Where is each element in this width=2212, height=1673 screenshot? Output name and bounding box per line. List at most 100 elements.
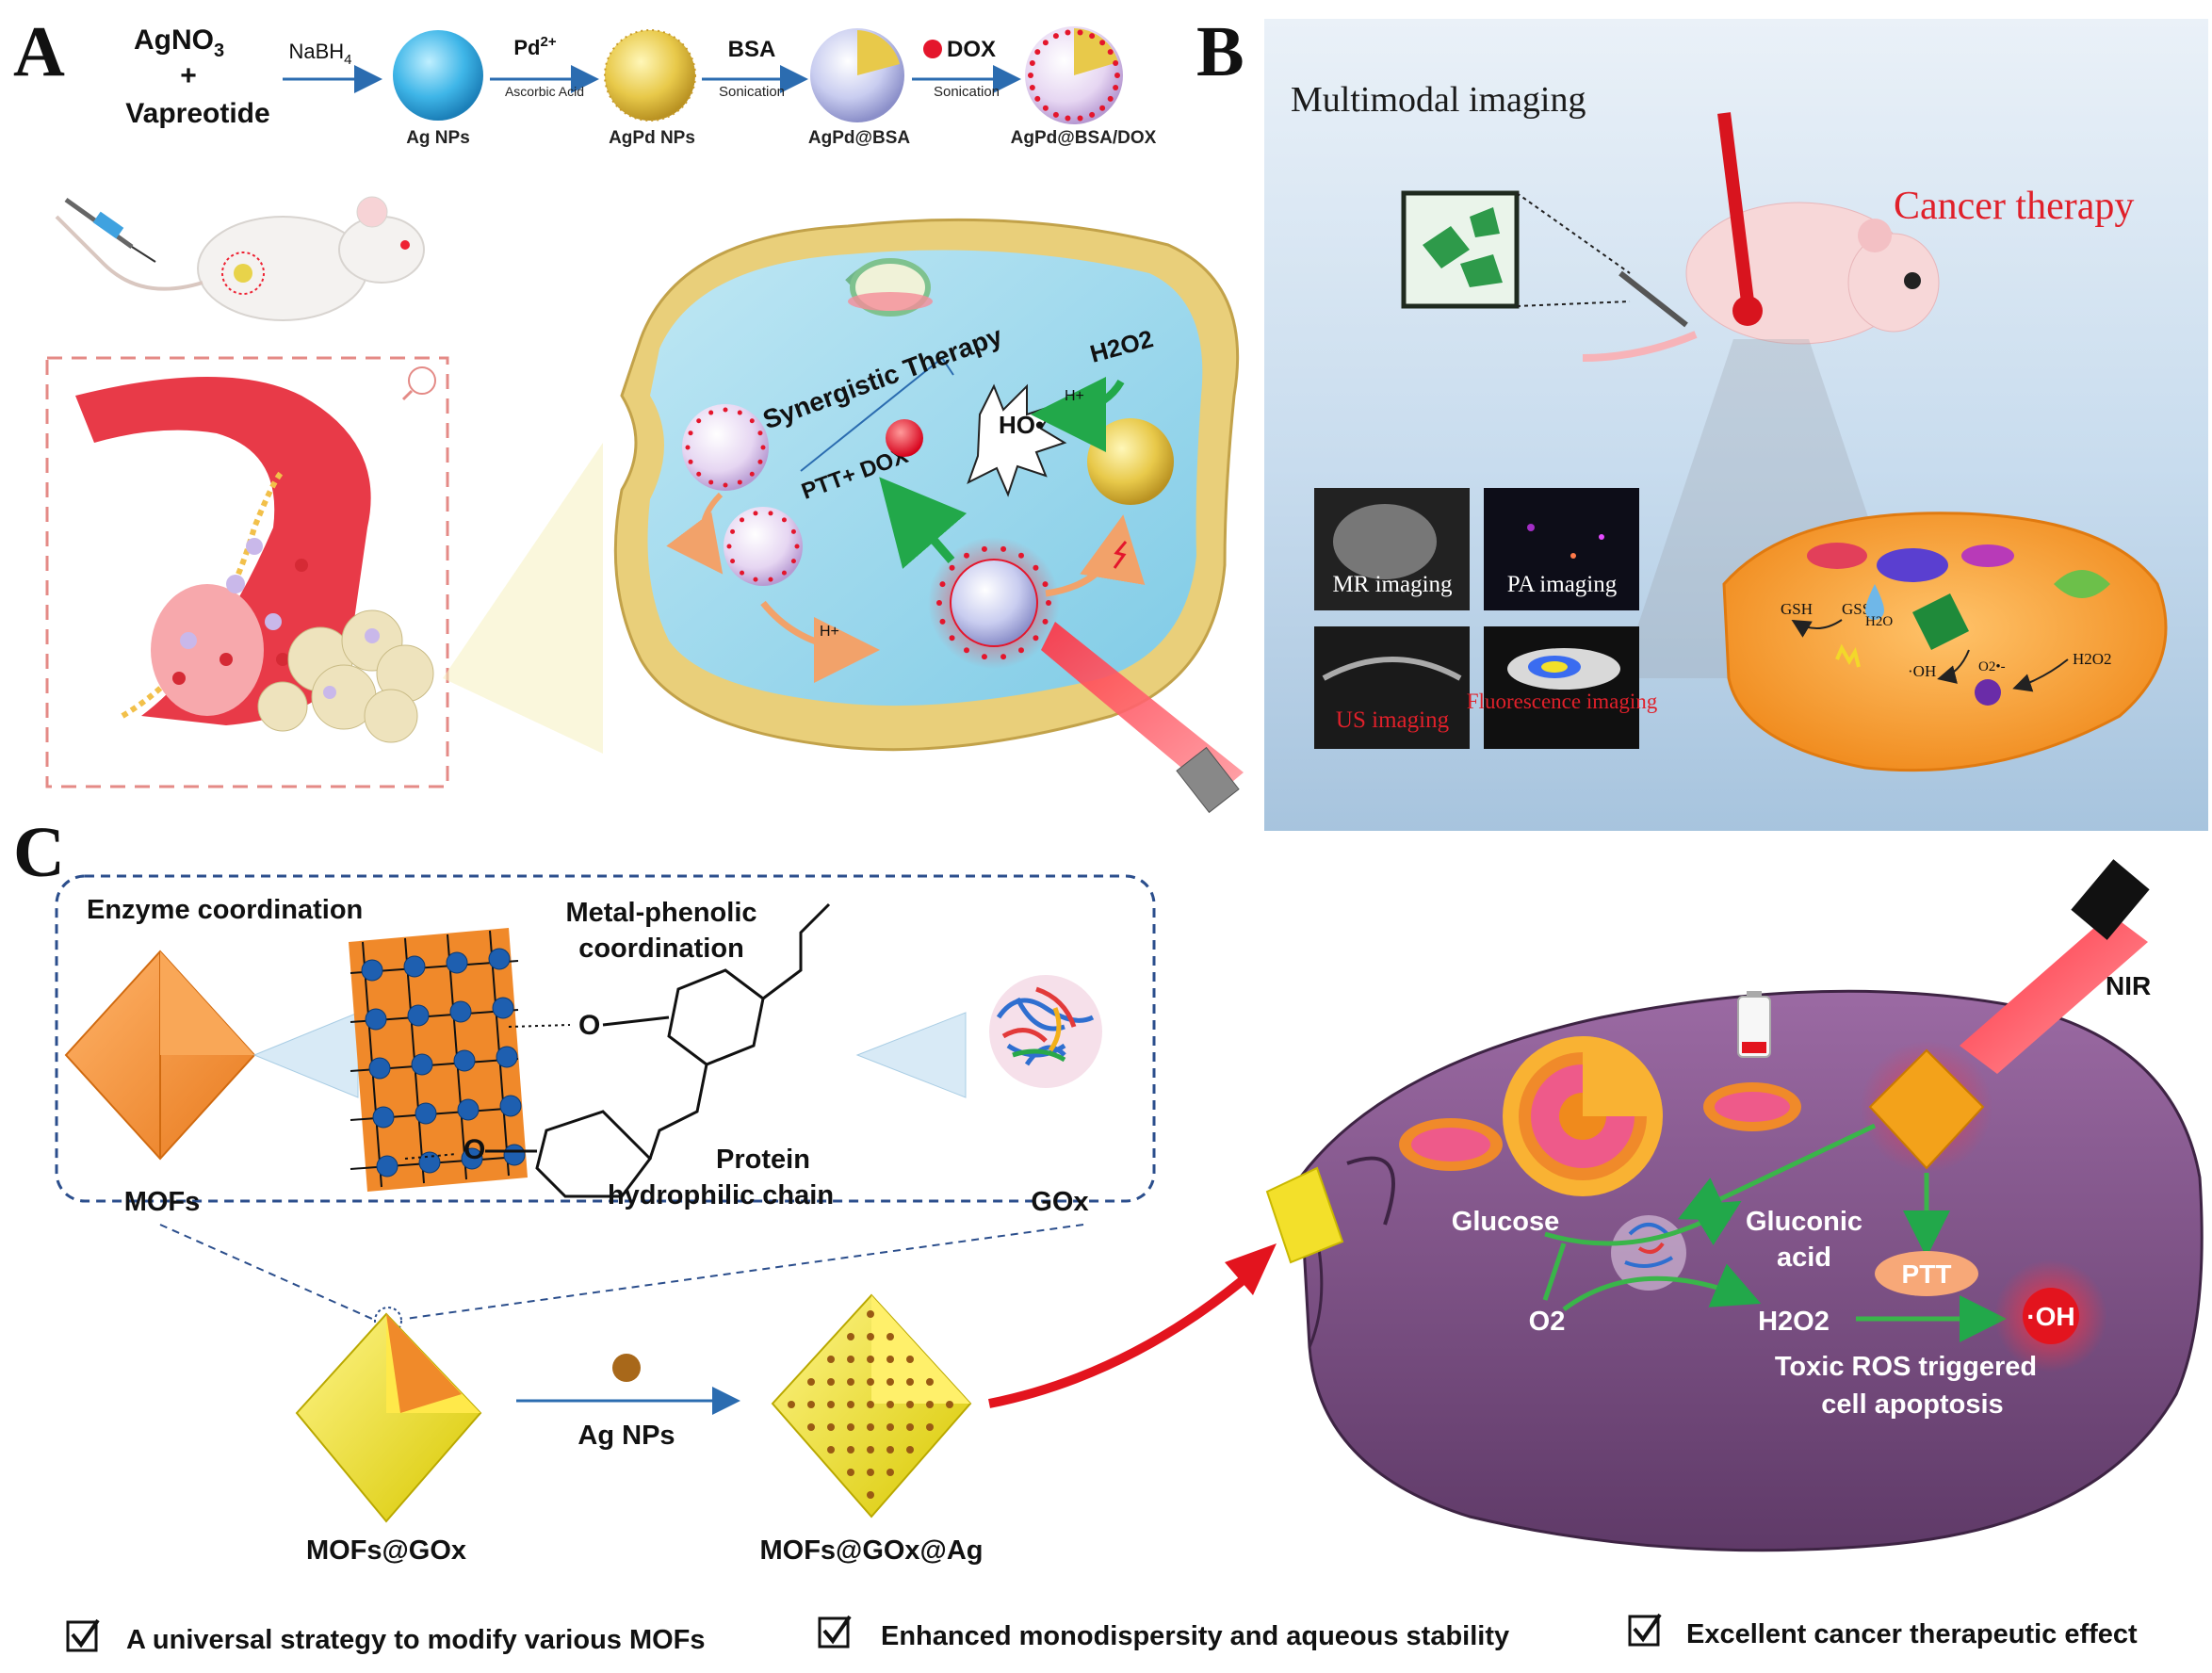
tile-pa bbox=[1484, 488, 1639, 610]
mouse-illustration bbox=[55, 196, 425, 321]
reagent-agno3: AgNO bbox=[134, 24, 214, 56]
ag-np-sphere bbox=[612, 1354, 641, 1382]
ptt-badge bbox=[1875, 1251, 1978, 1296]
np3-label: AgPd@BSA bbox=[808, 128, 911, 148]
toxic-line2: cell apoptosis bbox=[1821, 1389, 2003, 1420]
nir-laser-emitter bbox=[2071, 859, 2150, 940]
lightning-icon bbox=[1113, 541, 1128, 569]
ptt-label: PTT bbox=[1902, 1259, 1952, 1289]
oh-label: ·OH bbox=[1908, 662, 1936, 680]
panel-a-letter: A bbox=[13, 12, 65, 91]
oh-c-label: ·OH bbox=[2026, 1302, 2074, 1331]
tumor-section-b: GSH GSSG H2O ·OH O2•- H2O2 bbox=[1722, 512, 2168, 772]
enzyme-coordination-label: Enzyme coordination bbox=[87, 895, 363, 925]
mofs-gox-ag-octahedron bbox=[771, 1293, 972, 1519]
laser-fiber bbox=[1717, 112, 1754, 302]
tile-us bbox=[1314, 626, 1470, 749]
svg-text:Pd2+: Pd2+ bbox=[513, 34, 556, 59]
checkbox-icon bbox=[66, 1620, 98, 1652]
feature-item-1: A universal strategy to modify various M… bbox=[66, 1618, 706, 1655]
panel-c-letter: C bbox=[13, 813, 65, 892]
np1-label: Ag NPs bbox=[406, 128, 470, 148]
cell-nanoparticle-2 bbox=[724, 507, 803, 586]
feature-checklist: A universal strategy to modify various M… bbox=[66, 1613, 2138, 1655]
gluconic-line1: Gluconic bbox=[1746, 1207, 1862, 1237]
h2o2-b-label: H2O2 bbox=[2073, 650, 2112, 668]
feature-text-1: A universal strategy to modify various M… bbox=[126, 1625, 706, 1655]
metal-phenolic-line2: coordination bbox=[578, 934, 744, 964]
vessel-inset-frame bbox=[45, 356, 449, 788]
tile-us-label: US imaging bbox=[1336, 707, 1450, 733]
entering-nanoparticle bbox=[1265, 1166, 1344, 1264]
ag-nanoparticle bbox=[393, 30, 483, 121]
irradiated-nanoparticle bbox=[950, 559, 1038, 647]
dox-dot-icon bbox=[923, 40, 942, 58]
reagent-agno3-sub: 3 bbox=[214, 41, 224, 61]
step4-condition: Sonication bbox=[934, 84, 1000, 100]
protein-line2: hydrophilic chain bbox=[608, 1180, 834, 1210]
gsh-label: GSH bbox=[1781, 600, 1813, 618]
svg-text:NaBH4: NaBH4 bbox=[288, 40, 351, 68]
ag-nps-label: Ag NPs bbox=[577, 1421, 675, 1451]
gox-protein bbox=[989, 975, 1102, 1088]
panel-a: A AgNO3 + Vapreotide NaBH4 Ag NPs Pd2+ A… bbox=[13, 12, 1244, 814]
agpd-nanoparticle bbox=[605, 30, 695, 121]
h-plus-1: H+ bbox=[1065, 388, 1084, 404]
svg-text:AgNO3: AgNO3 bbox=[134, 24, 224, 61]
o-atom-1: O bbox=[578, 1010, 600, 1041]
tile-pa-label: PA imaging bbox=[1507, 572, 1618, 597]
mofs-label: MOFs bbox=[124, 1187, 201, 1217]
nir-nanoparticle bbox=[1868, 1048, 1985, 1170]
mitochondrion-1 bbox=[1399, 1118, 1503, 1171]
panel-b-title: Multimodal imaging bbox=[1291, 80, 1586, 120]
battery-low-icon bbox=[1737, 991, 1771, 1058]
zoom-cone bbox=[443, 443, 603, 754]
laser-beam bbox=[1041, 622, 1244, 796]
imaging-tiles: MR imaging PA imaging US imaging Fluores… bbox=[1314, 488, 1658, 749]
panel-b: B Multimodal imaging Cancer therapy MR i… bbox=[1196, 12, 2208, 831]
step3-condition: Sonication bbox=[719, 84, 785, 100]
np4-label: AgPd@BSA/DOX bbox=[1011, 128, 1157, 148]
laser-emitter bbox=[1176, 746, 1240, 814]
h2o2-c-label: H2O2 bbox=[1758, 1307, 1830, 1337]
dox-molecule bbox=[886, 419, 923, 457]
feature-text-3: Excellent cancer therapeutic effect bbox=[1686, 1619, 2138, 1649]
o-atom-2: O bbox=[464, 1134, 485, 1165]
injection-syringe bbox=[1618, 270, 1688, 328]
o2-label: O2 bbox=[1529, 1307, 1566, 1337]
step2-condition: Ascorbic Acid bbox=[505, 84, 584, 99]
h2o-label: H2O bbox=[1865, 614, 1893, 629]
step4-reagent: DOX bbox=[947, 37, 996, 62]
feature-text-2: Enhanced monodispersity and aqueous stab… bbox=[881, 1621, 1509, 1651]
cell-nanoparticle-1 bbox=[682, 404, 769, 491]
gox-label: GOx bbox=[1031, 1187, 1088, 1217]
protein-line1: Protein bbox=[716, 1145, 810, 1175]
nucleus bbox=[1503, 1036, 1663, 1196]
panel-b-letter: B bbox=[1196, 12, 1244, 91]
step2-reagent: Pd bbox=[513, 36, 540, 59]
coordination-inset bbox=[55, 874, 1156, 1203]
release-arrow bbox=[1045, 514, 1146, 597]
nir-beam bbox=[1960, 914, 2148, 1074]
h-plus-2: H+ bbox=[820, 624, 839, 640]
metal-phenolic-line1: Metal-phenolic bbox=[565, 898, 756, 928]
reagent-plus: + bbox=[180, 60, 197, 91]
np2-label: AgPd NPs bbox=[609, 128, 695, 148]
tumor-cluster bbox=[257, 609, 434, 743]
checkbox-icon bbox=[818, 1616, 850, 1649]
water-drop-icon bbox=[1865, 584, 1884, 620]
reagent-vapreotide: Vapreotide bbox=[125, 98, 269, 129]
glucose-label: Glucose bbox=[1452, 1207, 1559, 1237]
step2-sup: 2+ bbox=[541, 34, 557, 50]
cell-agpd-particle bbox=[1087, 418, 1174, 505]
feature-item-2: Enhanced monodispersity and aqueous stab… bbox=[818, 1615, 1509, 1651]
delivery-arrow bbox=[988, 1268, 1257, 1408]
mof-octahedron bbox=[64, 950, 256, 1161]
gluconic-line2: acid bbox=[1777, 1243, 1831, 1273]
bracket bbox=[800, 356, 954, 472]
cancer-therapy-label: Cancer therapy bbox=[1894, 185, 2134, 228]
mofs-gox-octahedron bbox=[295, 1312, 482, 1523]
panel-c: C Enzyme coordination Metal-phenolic coo… bbox=[13, 813, 2204, 1566]
step1-sub: 4 bbox=[344, 52, 351, 68]
